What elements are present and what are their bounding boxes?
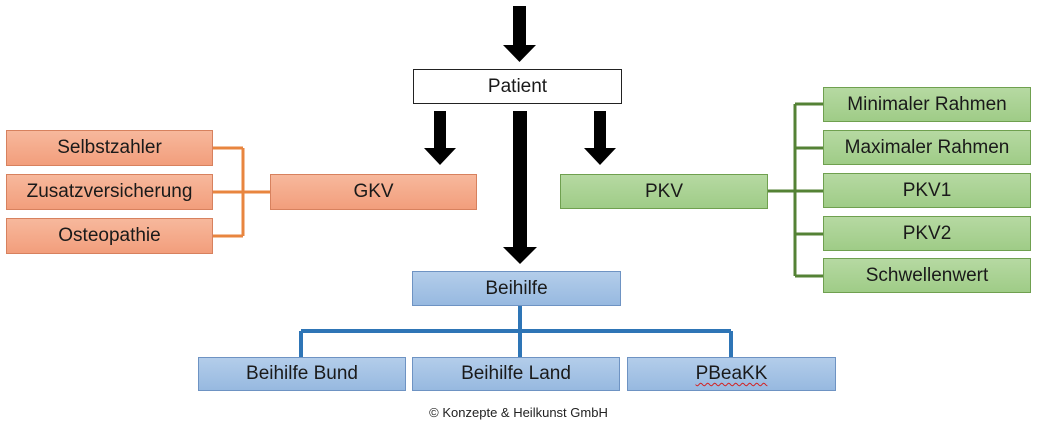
patient-label: Patient <box>487 75 548 97</box>
gkv-connectors <box>213 146 270 238</box>
gkv-item-label: Zusatzversicherung <box>26 181 193 202</box>
gkv-node: GKV <box>270 174 477 210</box>
gkv-item-zusatzversicherung: Zusatzversicherung <box>6 174 213 210</box>
beihilfe-item-label: Beihilfe Bund <box>246 363 358 384</box>
gkv-label: GKV <box>353 181 394 202</box>
pkv-item-schwellenwert: Schwellenwert <box>823 258 1031 293</box>
arrow-to-pkv <box>584 111 616 165</box>
arrow-to-beihilfe <box>503 111 537 264</box>
pkv-connectors <box>768 102 823 278</box>
pkv-item-label: PKV1 <box>902 179 952 201</box>
pkv-item-maximaler-rahmen: Maximaler Rahmen <box>823 130 1031 165</box>
gkv-item-label: Osteopathie <box>58 225 161 246</box>
arrow-into-patient <box>503 6 536 62</box>
pkv-item-label: Schwellenwert <box>865 264 989 286</box>
copyright-text: © Konzepte & Heilkunst GmbH <box>429 405 608 420</box>
beihilfe-item-label: PBeaKK <box>695 363 768 384</box>
beihilfe-item-bund: Beihilfe Bund <box>198 357 406 391</box>
arrow-to-gkv <box>424 111 456 165</box>
pkv-item-minimaler-rahmen: Minimaler Rahmen <box>823 87 1031 122</box>
gkv-item-osteopathie: Osteopathie <box>6 218 213 254</box>
gkv-item-selbstzahler: Selbstzahler <box>6 130 213 166</box>
pkv-label: PKV <box>644 180 684 202</box>
pkv-item-label: PKV2 <box>902 222 952 244</box>
beihilfe-node: Beihilfe <box>412 271 621 306</box>
beihilfe-connectors <box>299 306 733 357</box>
pkv-item-label: Maximaler Rahmen <box>844 136 1010 158</box>
beihilfe-item-label: Beihilfe Land <box>461 363 571 384</box>
gkv-item-label: Selbstzahler <box>57 137 162 158</box>
pkv-item-pkv1: PKV1 <box>823 173 1031 208</box>
pkv-node: PKV <box>560 174 768 209</box>
beihilfe-item-pbeakk: PBeaKK <box>627 357 836 391</box>
beihilfe-label: Beihilfe <box>485 277 548 299</box>
pkv-item-label: Minimaler Rahmen <box>847 93 1007 115</box>
patient-node: Patient <box>413 69 622 104</box>
beihilfe-item-land: Beihilfe Land <box>412 357 620 391</box>
arrows <box>424 6 616 264</box>
pkv-item-pkv2: PKV2 <box>823 216 1031 251</box>
